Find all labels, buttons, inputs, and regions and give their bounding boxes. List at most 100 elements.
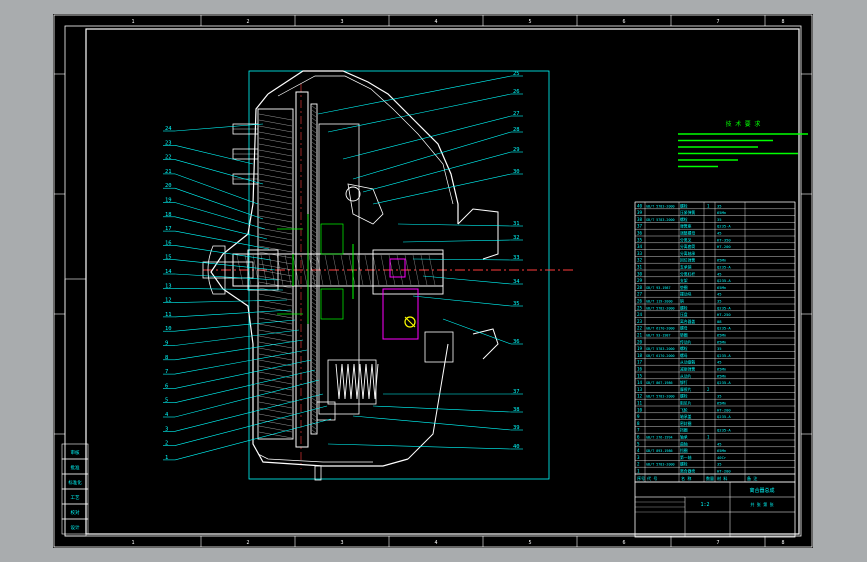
side-block-label: 设计 xyxy=(71,524,80,531)
bom-name: 传动片 xyxy=(680,339,692,344)
flywheel-hatch xyxy=(258,299,293,307)
bom-name: 调整螺母 xyxy=(680,231,695,236)
bom-no: 15 xyxy=(637,373,643,378)
shaft-hatch xyxy=(420,254,428,286)
disc-hatch xyxy=(311,297,317,302)
release-bearing xyxy=(372,249,444,295)
zone-label-bottom: 2 xyxy=(246,540,249,546)
disc-hatch xyxy=(311,309,317,314)
clutch-housing-outline xyxy=(267,70,459,224)
flywheel-hatch xyxy=(258,401,293,409)
adjust-nut-cross xyxy=(404,316,416,328)
disc-hatch xyxy=(311,289,317,294)
bom-name: 轴承 xyxy=(680,435,688,440)
balloon-4: 4 xyxy=(165,412,169,418)
bom-mat: 45 xyxy=(717,231,722,236)
housing-bottom-arc xyxy=(407,343,449,460)
leader-right-36 xyxy=(442,318,512,345)
disc-hatch xyxy=(311,205,317,210)
bom-code: GB/T 119-2000 xyxy=(646,300,673,304)
leader-left-24 xyxy=(174,123,264,132)
disc-hatch xyxy=(311,329,317,334)
release-fork xyxy=(382,288,419,340)
damper-housing-lower xyxy=(320,288,344,320)
balloon-22: 22 xyxy=(165,155,172,161)
bom-no: 17 xyxy=(637,360,643,365)
shaft-hatch xyxy=(340,254,348,286)
zone-label-top: 4 xyxy=(434,19,437,25)
leader-left-20 xyxy=(174,187,264,220)
disc-hatch xyxy=(311,149,317,154)
zone-label-top: 5 xyxy=(528,19,531,25)
bom-code: GB/T 867-1986 xyxy=(646,381,673,385)
bom-code: GB/T 6170-2000 xyxy=(646,354,675,358)
disc-hatch xyxy=(311,145,317,150)
leader-right-27 xyxy=(342,115,512,160)
balloon-32: 32 xyxy=(513,235,520,241)
flywheel-hatch xyxy=(258,311,293,319)
shaft-hatch xyxy=(348,254,356,286)
housing-inner-bottom xyxy=(257,453,373,463)
disc-hatch xyxy=(311,129,317,134)
shaft-hatch xyxy=(364,254,372,286)
bom-mat: Q235-A xyxy=(717,305,731,310)
disc-hatch xyxy=(311,381,317,386)
leader-left-7 xyxy=(174,349,308,375)
balloon-6: 6 xyxy=(165,383,168,389)
drain-plug xyxy=(314,465,322,481)
bom-no: 29 xyxy=(637,278,643,283)
bom-mat: Q235-A xyxy=(717,326,731,331)
disc-hatch xyxy=(311,417,317,422)
disc-hatch xyxy=(311,409,317,414)
bom-name: 回位弹簧 xyxy=(680,258,695,263)
flywheel-hatch xyxy=(258,287,293,295)
bom-no: 40 xyxy=(637,203,643,208)
flywheel-hatch xyxy=(258,341,293,349)
leader-left-9 xyxy=(174,329,300,346)
flywheel-hatch xyxy=(258,305,293,313)
leader-right-38 xyxy=(372,405,512,413)
housing-inner-line xyxy=(277,75,454,205)
bom-mat: 65Mn xyxy=(717,210,726,215)
bom-no: 2 xyxy=(637,462,640,467)
disc-hatch xyxy=(311,221,317,226)
bom-no: 24 xyxy=(637,312,643,317)
leader-right-35 xyxy=(412,295,512,307)
flywheel-hatch xyxy=(258,383,293,391)
bom-no: 37 xyxy=(637,224,643,229)
bom-no: 14 xyxy=(637,380,643,385)
housing-lower-flange xyxy=(472,328,499,360)
flywheel-hatch xyxy=(258,419,293,427)
leader-left-15 xyxy=(174,259,276,271)
pressure-spring-coil xyxy=(371,363,379,400)
balloon-7: 7 xyxy=(165,369,168,375)
bom-no: 4 xyxy=(637,448,640,453)
side-block-label: 批准 xyxy=(71,464,80,471)
disc-hatch xyxy=(311,321,317,326)
bom-code: GB/T 276-1994 xyxy=(646,436,673,440)
pressure-spring-coil xyxy=(365,363,373,400)
leader-left-2 xyxy=(174,405,328,446)
balloon-39: 39 xyxy=(513,425,520,431)
bom-mat: 65Mn xyxy=(717,333,726,338)
bom-no: 35 xyxy=(637,237,643,242)
leader-left-23 xyxy=(174,145,254,165)
flywheel-hatch xyxy=(258,347,293,355)
bom-no: 16 xyxy=(637,367,643,372)
disc-hatch xyxy=(311,377,317,382)
crank-end-cap xyxy=(207,245,226,295)
bom-name: 密封圈 xyxy=(680,421,692,426)
bom-no: 13 xyxy=(637,387,643,392)
disc-hatch xyxy=(311,209,317,214)
disc-hatch xyxy=(311,273,317,278)
balloon-16: 16 xyxy=(165,240,172,246)
bom-mat: 40Cr xyxy=(717,455,727,460)
zone-label-top: 1 xyxy=(131,19,134,25)
balloon-38: 38 xyxy=(513,407,520,413)
disc-hatch xyxy=(311,345,317,350)
bom-name: 支承销 xyxy=(680,265,692,270)
disc-hatch xyxy=(311,177,317,182)
bom-mat: Q235-A xyxy=(717,265,731,270)
bom-name: 垫圈 xyxy=(680,333,688,338)
